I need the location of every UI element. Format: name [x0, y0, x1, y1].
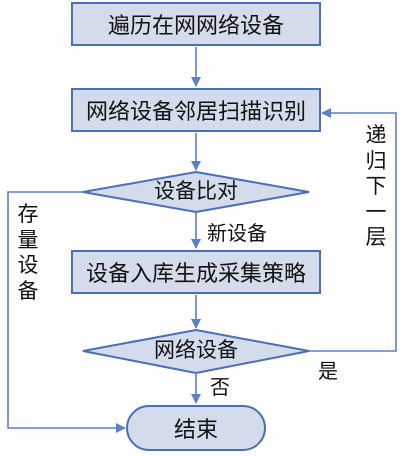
node-store: 设备入库生成采集策略 — [71, 250, 321, 294]
edge-label-yes: 是 — [318, 359, 338, 383]
existing-char-1: 存 — [17, 202, 39, 226]
edge-label-existing-device: 存 量 设 备 — [15, 202, 41, 304]
recurse-char-5: 层 — [365, 225, 387, 250]
edge-label-recurse: 递 归 下 一 层 — [363, 123, 389, 251]
node-end: 结束 — [126, 405, 266, 451]
arrow-recurse-to-scan — [309, 108, 397, 352]
recurse-char-3: 下 — [365, 174, 387, 199]
node-scan: 网络设备邻居扫描识别 — [71, 88, 321, 132]
edge-label-new-device: 新设备 — [207, 221, 267, 245]
recurse-char-2: 归 — [365, 148, 387, 173]
node-traverse: 遍历在网网络设备 — [71, 2, 321, 46]
compare-label: 设备比对 — [154, 179, 238, 203]
recurse-char-1: 递 — [365, 123, 387, 147]
recurse-char-4: 一 — [365, 199, 387, 224]
arrow-existing-to-end — [7, 191, 126, 433]
existing-char-2: 量 — [17, 227, 39, 252]
decision-compare — [82, 170, 310, 214]
network-device-label: 网络设备 — [154, 338, 238, 362]
existing-char-4: 备 — [17, 278, 39, 303]
edge-label-no: 否 — [210, 375, 230, 399]
decision-network-device — [82, 328, 310, 375]
existing-char-3: 设 — [17, 253, 39, 278]
